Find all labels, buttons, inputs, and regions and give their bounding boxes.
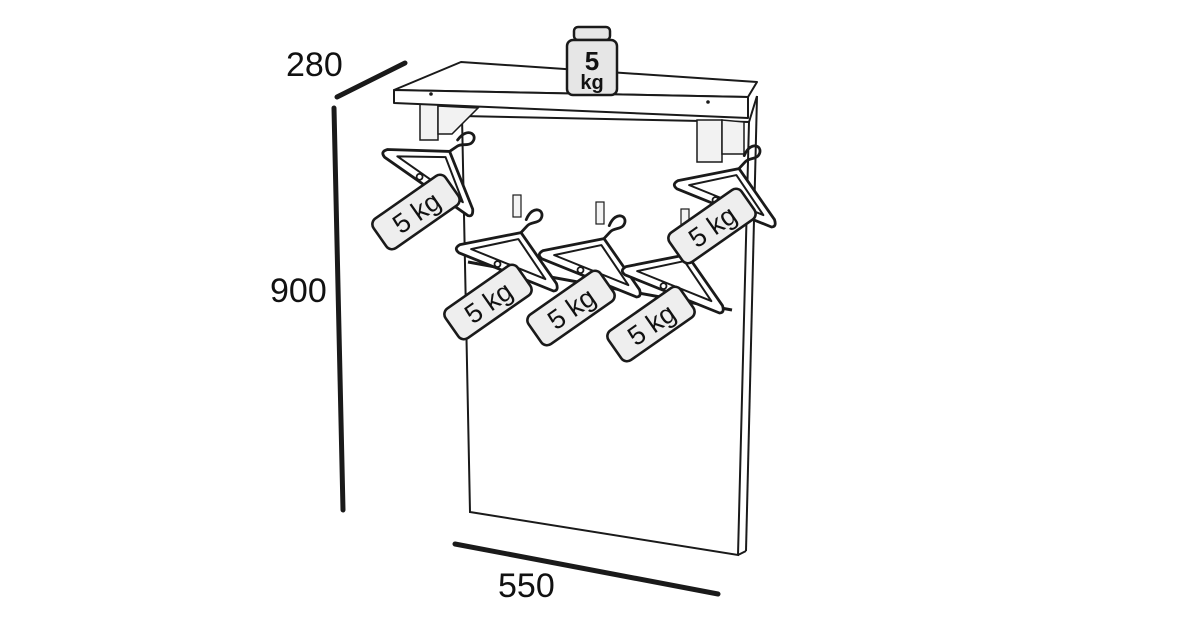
right-shelf-bracket [696,119,745,163]
width-dimension-line [452,541,721,597]
back-panel [460,95,758,557]
shelf-weight-value: 5 [585,46,599,76]
dimension-lines [331,60,721,597]
height-dimension-line [331,105,346,513]
shelf-weight-icon: 5 kg [565,25,619,97]
left-shelf-bracket [419,103,480,141]
depth-dimension-label: 280 [286,46,343,84]
hanger-1-load-tag: 5 kg [368,170,464,254]
depth-dimension-line [334,60,408,100]
height-dimension-label: 900 [270,272,327,310]
width-dimension-label: 550 [498,567,555,605]
shelf-weight-unit: kg [580,72,603,94]
